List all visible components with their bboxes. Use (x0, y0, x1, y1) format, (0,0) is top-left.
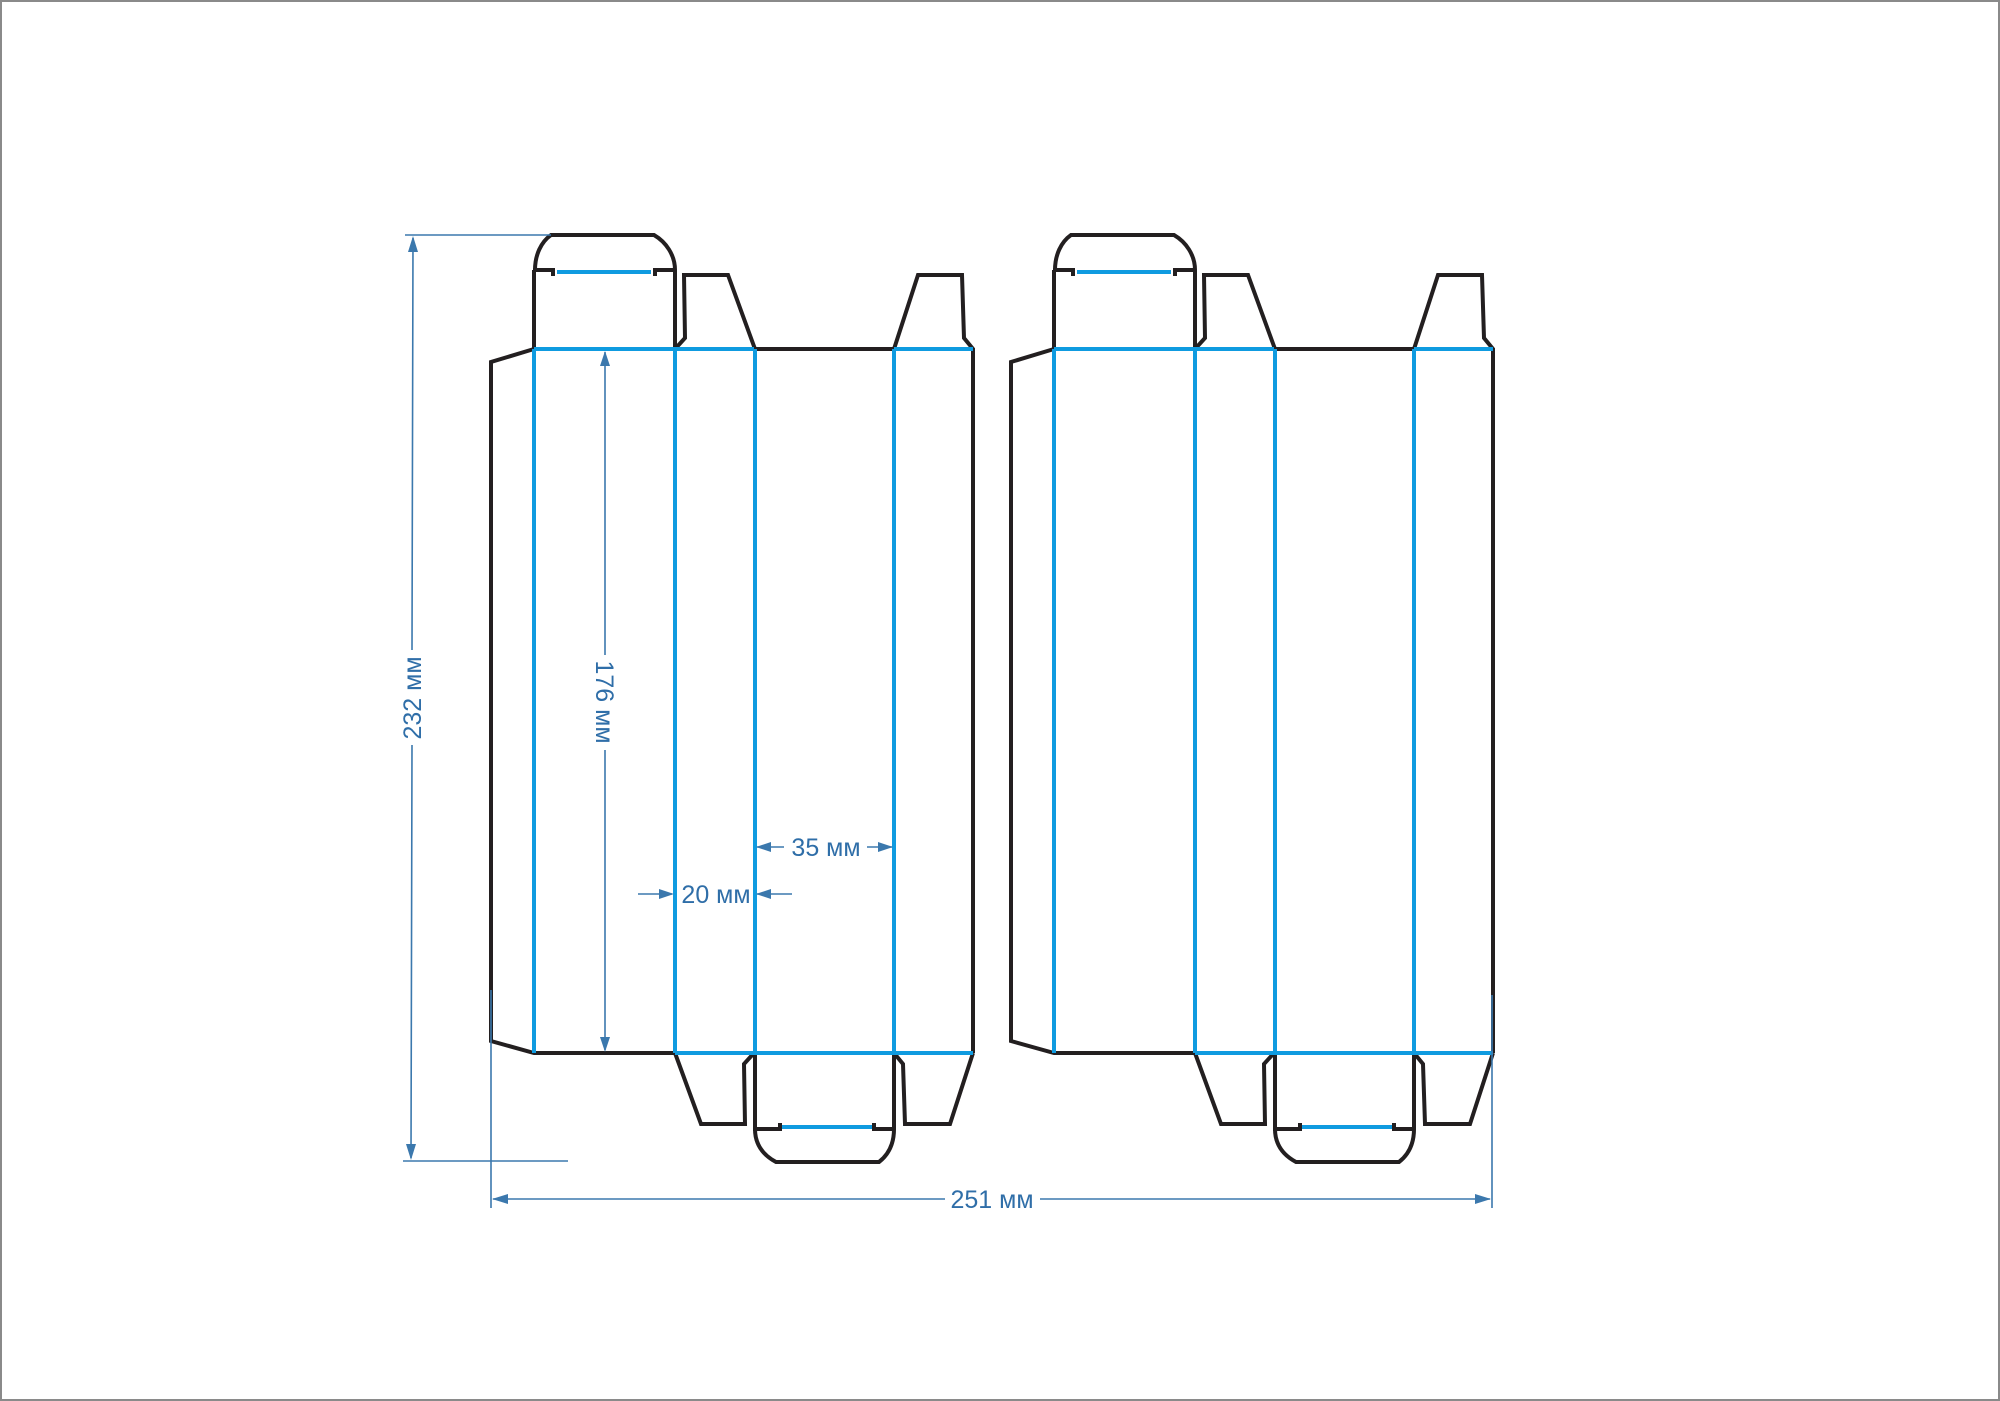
total-width-label: 251 мм (950, 1186, 1033, 1214)
panel-height-label: 176 мм (590, 660, 618, 743)
side-width-label: 20 мм (681, 881, 750, 909)
dimension-panel-height: 176 мм (590, 351, 618, 1052)
total-height-label: 232 мм (399, 656, 427, 739)
dimension-side-width: 20 мм (638, 881, 792, 909)
dimension-total-height: 232 мм (399, 234, 568, 1162)
dimension-panel-width: 35 мм (756, 834, 893, 862)
dimension-total-width: 251 мм (490, 990, 1493, 1214)
panel-width-label: 35 мм (791, 834, 860, 862)
